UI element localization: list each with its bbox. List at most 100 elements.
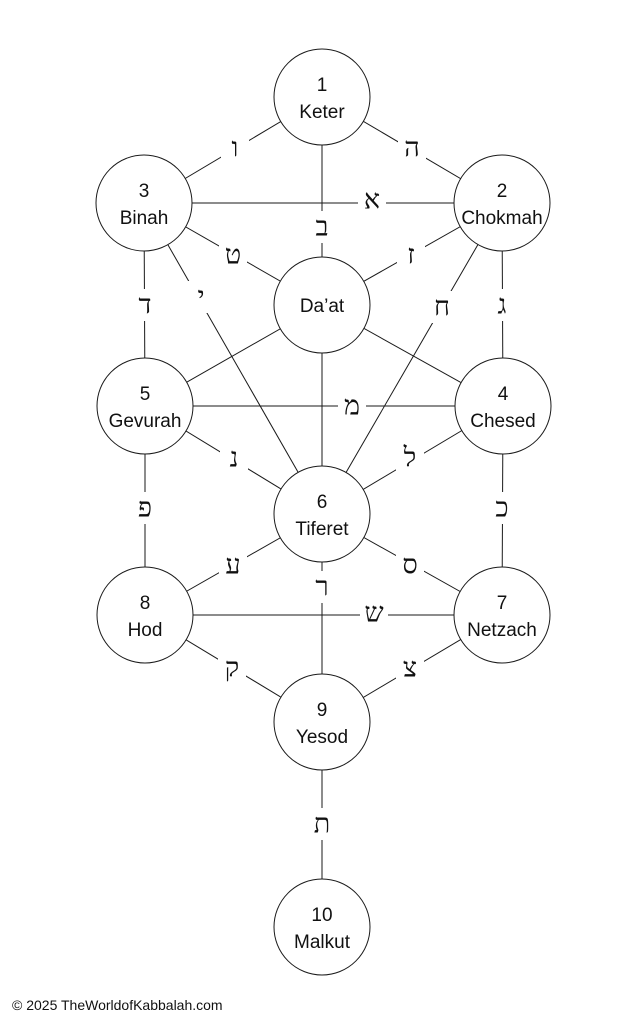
letter-background [488,289,516,321]
hebrew-letter: א [364,185,380,216]
letter-background [221,132,249,164]
letter-background [358,184,386,216]
path-letter-tiferet-netzach: ס [396,549,424,581]
hebrew-letter: ת [314,809,330,840]
sefirah-number: 3 [139,181,150,202]
letter-background [397,239,425,271]
hebrew-letter: פ [138,493,152,524]
sefirah-number: 7 [497,593,508,614]
path-letter-gevurah-tiferet: נ [220,442,248,474]
sefirah-circle [453,566,551,664]
letter-background [360,597,388,629]
hebrew-letter: ט [225,240,241,271]
hebrew-letter: ק [225,653,239,684]
path-letter-hod-yesod: ק [218,652,246,684]
hebrew-letter: ג [498,290,507,321]
path-letter-daat-keter: ב [308,211,336,243]
path-letter-chesed-tiferet: ל [396,442,424,474]
sefirah-number: 2 [497,181,508,202]
sefirah-name: Malkut [294,932,351,953]
sefirah-circle [453,154,551,252]
path-letter-binah-gevurah: ד [131,289,159,321]
letter-background [308,571,336,603]
letter-background [308,808,336,840]
sefirah-circle [96,566,194,664]
hebrew-letter: צ [403,653,417,684]
letter-background [398,132,426,164]
letter-background [219,549,247,581]
sefirah-name: Chesed [470,411,536,432]
sefirah-name: Yesod [296,727,348,748]
letters-layer: ה ו א ט ז ד י ג ח מ נ ל פ כ ע ס ר ש ק צ ת ב [131,132,516,840]
hebrew-letter: ז [407,240,415,271]
copyright-notice: © 2025 TheWorldofKabbalah.com [12,997,223,1013]
path-letter-chokmah-daat: ז [397,239,425,271]
sefirah-name: Hod [128,620,163,641]
hebrew-letter: ב [315,212,328,243]
hebrew-letter: ל [403,443,417,474]
hebrew-letter: נ [230,443,239,474]
sefirah-number: 6 [317,492,328,513]
path-chokmah-tiferet [321,202,503,515]
hebrew-letter: ח [434,292,450,323]
path-letter-binah-daat: ט [219,239,247,271]
sefirah-circle [273,673,371,771]
sefirah-circle [95,154,193,252]
path-letter-tiferet-hod: ע [219,549,247,581]
letter-background [396,549,424,581]
letter-background [218,652,246,684]
hebrew-letter: ר [315,572,328,603]
sefirah-number: 10 [311,905,332,926]
letter-background [338,390,366,422]
hebrew-letter: ש [364,598,383,629]
sefirah-circle [454,357,552,455]
hebrew-letter: ד [139,290,152,321]
path-letter-keter-binah: ו [221,132,249,164]
letter-background [131,289,159,321]
path-letter-gevurah-hod: פ [131,492,159,524]
letter-background [308,211,336,243]
path-letter-binah-chokmah: א [358,184,386,216]
path-letter-tiferet-yesod: ר [308,571,336,603]
path-letter-chesed-netzach: כ [488,492,516,524]
path-letter-yesod-malkut: ת [308,808,336,840]
letter-background [187,281,215,313]
sefirah-circle [273,48,371,146]
path-letter-netzach-yesod: צ [396,652,424,684]
letter-background [131,492,159,524]
letter-background [428,291,456,323]
hebrew-letter: כ [495,493,508,524]
letter-background [219,239,247,271]
path-letter-hod-netzach: ש [360,597,388,629]
letter-background [488,492,516,524]
sefirah-number: 9 [317,700,328,721]
path-binah-tiferet [143,202,323,515]
hebrew-letter: ה [404,133,420,164]
sefirah-name: Keter [299,102,345,123]
sefirah-circle [273,256,371,354]
letter-background [220,442,248,474]
sefirah-number: 4 [498,384,509,405]
sefirah-circle [273,878,371,976]
sefirah-name: Da’at [300,296,345,317]
path-letter-chokmah-tiferet: ח [428,291,456,323]
sefirah-name: Gevurah [109,411,182,432]
sefirah-circle [96,357,194,455]
sefirah-number: 5 [140,384,151,405]
hebrew-letter: י [197,282,204,313]
sefirah-name: Chokmah [461,208,542,229]
hebrew-letter: מ [344,391,360,422]
sefirah-name: Netzach [467,620,537,641]
hebrew-letter: ע [225,550,240,581]
